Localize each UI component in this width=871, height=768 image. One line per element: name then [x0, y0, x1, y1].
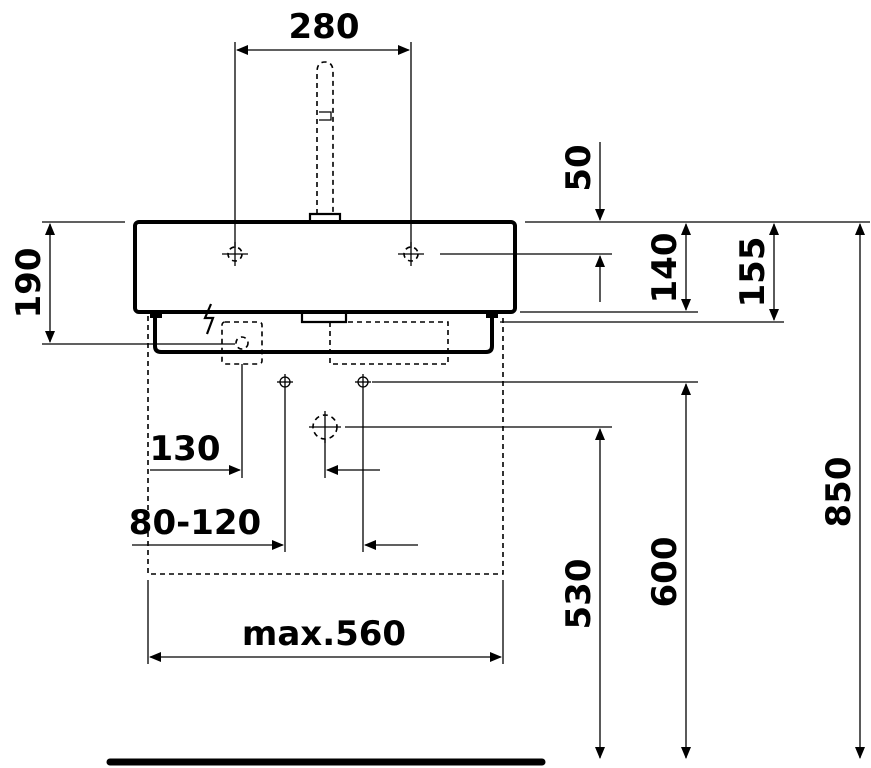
dim-label-280: 280 [289, 7, 360, 47]
dim-label-140: 140 [645, 233, 685, 304]
dim-label-155: 155 [733, 237, 773, 308]
dim-label-190: 190 [9, 248, 49, 319]
towel-rail [150, 312, 498, 354]
dimension-130: 130 [150, 364, 380, 478]
dimension-max-560: max.560 [147, 580, 504, 664]
dimension-80-120: 80-120 [129, 390, 418, 552]
dimension-140: 140 [520, 223, 698, 313]
dimension-280: 280 [234, 7, 412, 248]
furniture-outline [147, 316, 504, 575]
basin-outline [133, 220, 517, 324]
dim-label-600: 600 [645, 537, 685, 608]
dimension-850: 850 [819, 223, 865, 759]
dimension-530: 530 [345, 426, 612, 759]
waste-box [329, 321, 449, 365]
dim-label-50: 50 [559, 144, 599, 191]
dim-label-130: 130 [150, 429, 221, 469]
fixing-point-right [355, 374, 371, 390]
waste-outlet [309, 411, 341, 443]
dimension-600: 600 [372, 381, 698, 759]
dim-label-850: 850 [819, 457, 859, 528]
dim-label-530: 530 [559, 559, 599, 630]
dimension-155: 155 [500, 223, 784, 323]
fixing-point-left [277, 374, 293, 390]
electrical-symbol-icon [203, 303, 215, 335]
dim-label-max-560: max.560 [242, 614, 406, 654]
socket-box [221, 321, 263, 365]
dimension-50: 50 [440, 142, 870, 302]
dim-label-80-120: 80-120 [129, 503, 261, 543]
dimension-190: 190 [9, 221, 235, 345]
tap-faucet [308, 61, 342, 224]
